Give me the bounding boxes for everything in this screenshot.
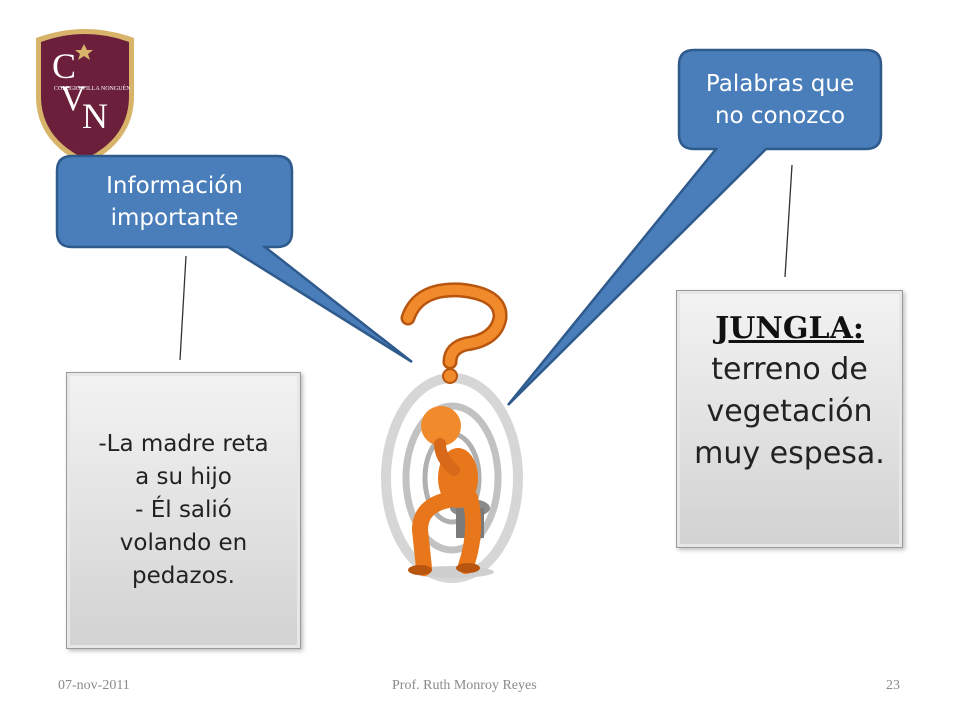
thinking-figure-illustration xyxy=(381,282,523,583)
callout-left-bubble xyxy=(55,154,413,364)
svg-text:C: C xyxy=(52,46,76,86)
callout-left-line2: importante xyxy=(110,205,239,231)
svg-text:N: N xyxy=(82,96,108,136)
definition-line: muy espesa. xyxy=(694,436,885,471)
callout-left-line1: Información xyxy=(106,173,243,199)
left-box-line: a su hijo xyxy=(135,464,232,490)
definition-line: terreno de xyxy=(711,352,868,387)
connector-line-right xyxy=(784,164,793,278)
left-box-line: -La madre reta xyxy=(98,431,269,457)
definition-box: JUNGLA: terreno de vegetación muy espesa… xyxy=(676,290,903,548)
callout-right-line2: no conozco xyxy=(714,103,846,129)
svg-text:COLEGIO VILLA NONGUÉN: COLEGIO VILLA NONGUÉN xyxy=(54,84,131,92)
definition-term: JUNGLA: xyxy=(715,311,864,346)
left-box-line: pedazos. xyxy=(132,563,235,589)
callout-left-text: Información importante xyxy=(57,160,292,244)
callout-right-line1: Palabras que xyxy=(705,71,855,97)
definition-line: vegetación xyxy=(706,394,873,429)
svg-text:V: V xyxy=(60,78,86,118)
left-box-line: - Él salió xyxy=(135,497,232,523)
footer-date: 07-nov-2011 xyxy=(58,678,130,693)
left-info-box: -La madre reta a su hijo - Él salió vola… xyxy=(66,372,301,649)
school-logo: C COLEGIO VILLA NONGUÉN V N xyxy=(36,29,134,165)
callout-right-text: Palabras que no conozco xyxy=(679,56,881,144)
footer-page-number: 23 xyxy=(886,678,900,693)
footer-author: Prof. Ruth Monroy Reyes xyxy=(392,678,537,693)
connector-line-left xyxy=(179,255,187,361)
callout-right-bubble xyxy=(507,48,883,406)
left-box-line: volando en xyxy=(119,530,248,556)
